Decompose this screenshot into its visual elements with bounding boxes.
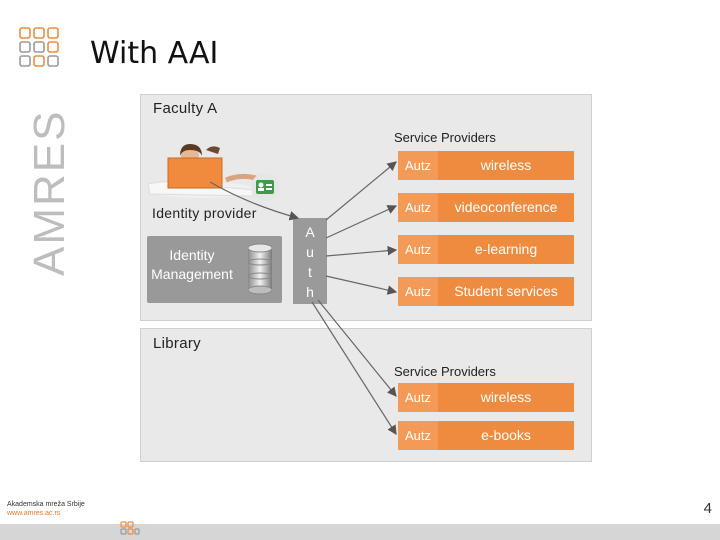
identity-provider-label: Identity provider: [152, 205, 257, 221]
amres-logo-icon: [19, 27, 59, 67]
autz-label: Autz: [398, 277, 438, 306]
faculty-label: Faculty A: [153, 100, 218, 117]
service-name: wireless: [480, 389, 532, 405]
id-card-icon: [251, 173, 279, 201]
autz-label: Autz: [398, 151, 438, 180]
user-laptop-illustration: [148, 144, 257, 198]
footer-logo-icon: [120, 521, 140, 535]
footer-bar: [0, 524, 720, 540]
auth-letter: h: [306, 284, 314, 300]
brand-vertical-text: AMRES: [25, 110, 74, 276]
idm-label-line1: Identity: [169, 247, 215, 263]
database-icon: [247, 243, 273, 295]
library-label: Library: [153, 335, 201, 352]
slide-title: With AAI: [90, 36, 219, 71]
identity-management-label: Identity Management: [146, 246, 238, 284]
autz-label: Autz: [398, 193, 438, 222]
service-wireless[interactable]: Autz wireless: [398, 151, 574, 180]
service-name: e-books: [481, 427, 531, 443]
faculty-service-providers-label: Service Providers: [394, 130, 496, 145]
service-name: wireless: [480, 157, 532, 173]
service-name: Student services: [454, 283, 558, 299]
autz-label: Autz: [398, 421, 438, 450]
service-library-wireless[interactable]: Autz wireless: [398, 383, 574, 412]
page-number: 4: [703, 500, 712, 517]
idm-label-line2: Management: [151, 266, 233, 282]
service-name: e-learning: [474, 241, 538, 257]
footer-url[interactable]: www.amres.ac.rs: [7, 510, 61, 517]
service-videoconference[interactable]: Autz videoconference: [398, 193, 574, 222]
service-name: videoconference: [454, 199, 558, 215]
auth-letter: A: [305, 224, 315, 240]
service-e-learning[interactable]: Autz e-learning: [398, 235, 574, 264]
service-e-books[interactable]: Autz e-books: [398, 421, 574, 450]
autz-label: Autz: [398, 235, 438, 264]
brand-wordmark: AMRES: [25, 110, 74, 276]
auth-letter: u: [306, 244, 314, 260]
footer-org: Akademska mreža Srbije www.amres.ac.rs: [7, 500, 85, 518]
service-student-services[interactable]: Autz Student services: [398, 277, 574, 306]
auth-box: A u t h: [293, 218, 327, 304]
footer-org-name: Akademska mreža Srbije: [7, 501, 85, 508]
autz-label: Autz: [398, 383, 438, 412]
auth-letter: t: [308, 264, 312, 280]
library-service-providers-label: Service Providers: [394, 364, 496, 379]
